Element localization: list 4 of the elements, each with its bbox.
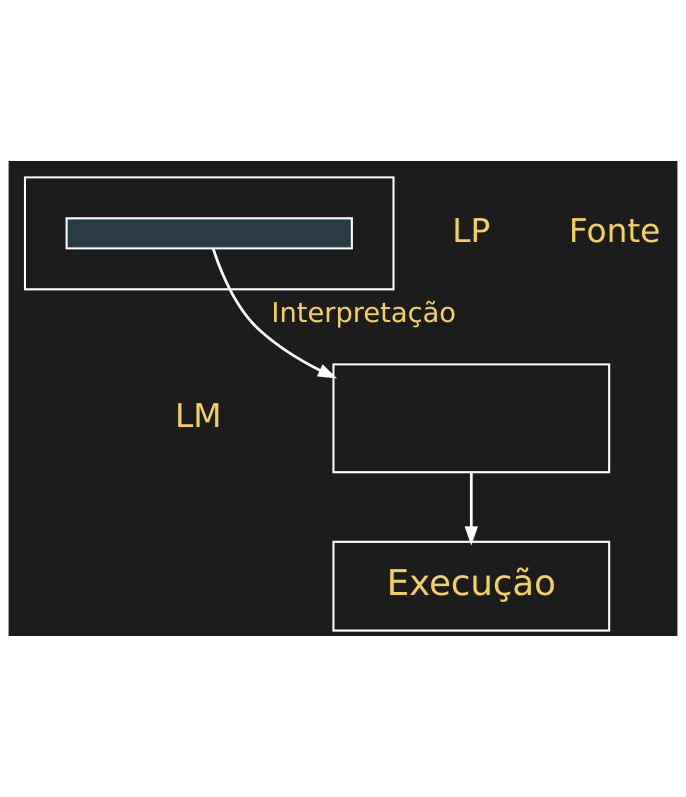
node-label: Fonte	[568, 212, 660, 250]
node-label: LP	[452, 212, 490, 250]
edge-label: Interpretação	[271, 298, 456, 330]
node-label: LM	[175, 396, 222, 435]
